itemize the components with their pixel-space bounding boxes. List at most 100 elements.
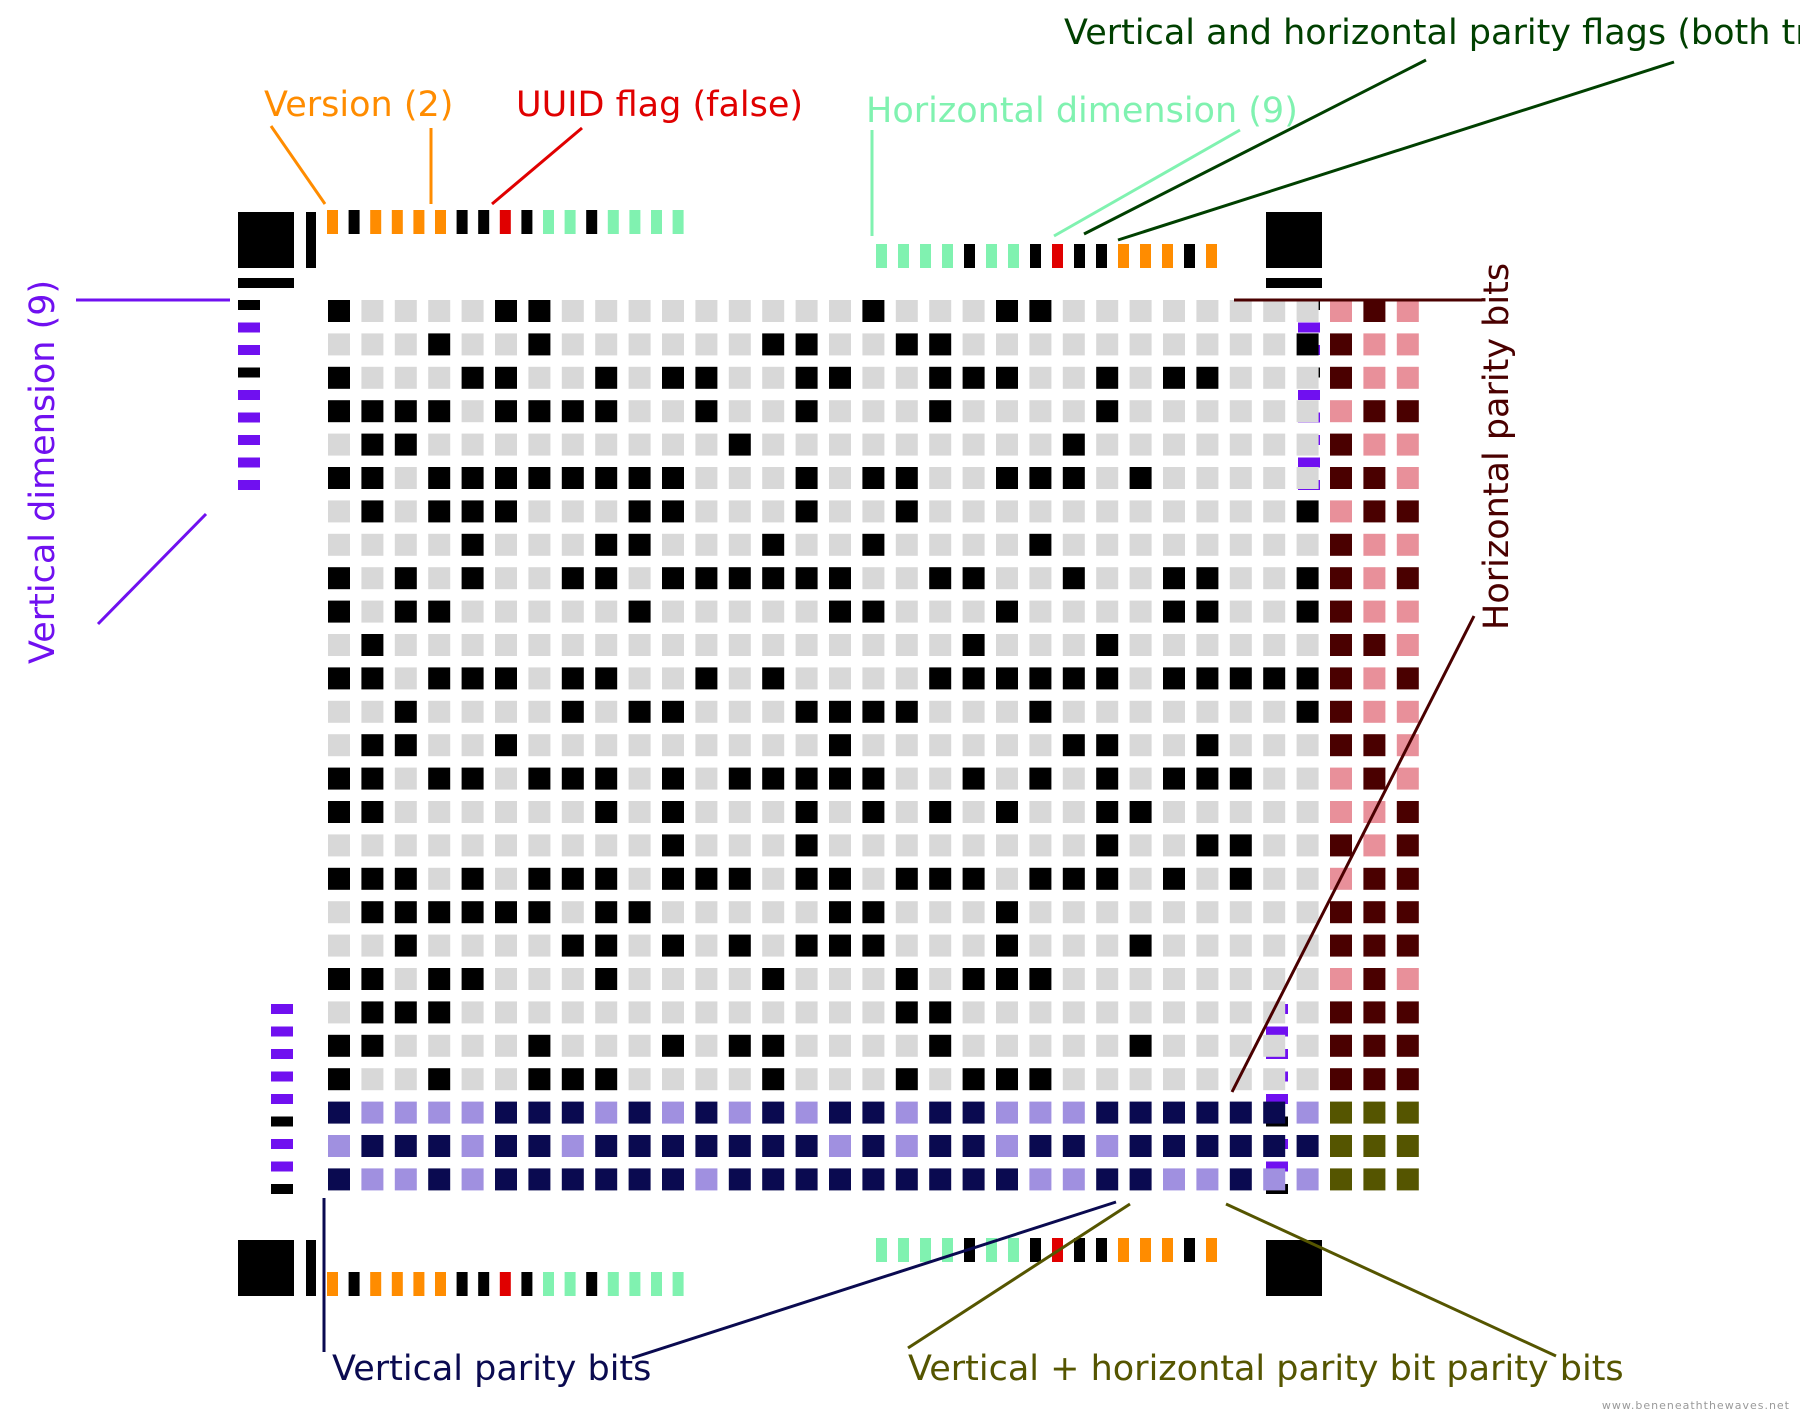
vertical-parity-cell <box>361 1101 384 1124</box>
data-cell <box>1196 634 1219 656</box>
data-cell <box>1263 767 1286 790</box>
vertical-parity-cell <box>628 1101 651 1124</box>
data-cell <box>728 934 751 957</box>
data-cell <box>361 1034 384 1057</box>
data-cell <box>595 400 618 423</box>
data-cell <box>728 500 751 523</box>
data-cell <box>929 1001 952 1024</box>
data-cell <box>728 400 751 423</box>
horizontal-parity-cell <box>1330 634 1352 656</box>
data-cell <box>1229 834 1252 857</box>
data-cell <box>1029 700 1052 723</box>
data-cell <box>1096 333 1119 356</box>
data-cell <box>328 500 350 523</box>
data-cell <box>1129 600 1152 623</box>
vertical-parity-cell <box>328 1101 350 1124</box>
data-cell <box>495 1068 517 1091</box>
data-cell <box>528 801 551 823</box>
data-cell <box>695 667 718 690</box>
vertical-parity-cell <box>728 1101 751 1124</box>
data-cell <box>495 634 517 656</box>
vh-parity-cell <box>1363 1168 1386 1191</box>
data-cell <box>829 667 851 690</box>
data-cell <box>1263 533 1286 556</box>
data-cell <box>595 433 618 456</box>
data-cell <box>829 934 851 957</box>
data-cell <box>1263 500 1286 523</box>
data-cell <box>762 1001 785 1024</box>
data-cell <box>495 734 517 757</box>
data-cell <box>528 467 551 489</box>
vertical-parity-cell <box>394 1168 417 1191</box>
data-cell <box>361 400 384 423</box>
data-cell <box>394 1034 417 1057</box>
data-cell <box>929 333 952 356</box>
data-cell <box>595 333 618 356</box>
data-cell <box>662 934 684 957</box>
vh-parity-cell <box>1396 1168 1419 1191</box>
data-cell <box>1029 934 1052 957</box>
data-cell <box>528 567 551 590</box>
data-cell <box>996 767 1018 790</box>
data-cell <box>895 801 918 823</box>
data-cell <box>662 533 684 556</box>
metadata-bit <box>1162 244 1173 268</box>
data-cell <box>528 834 551 857</box>
data-cell <box>394 333 417 356</box>
data-cell <box>1263 934 1286 957</box>
metadata-bit <box>876 1238 887 1262</box>
data-cell <box>795 1001 818 1024</box>
data-cell <box>428 1068 451 1091</box>
data-cell <box>1163 867 1185 890</box>
data-cell <box>361 600 384 623</box>
data-cell <box>1062 801 1085 823</box>
data-cell <box>461 333 484 356</box>
data-cell <box>1196 1034 1219 1057</box>
vertical-dimension-bit <box>1298 457 1320 468</box>
data-cell <box>1062 600 1085 623</box>
vertical-dimension-bit <box>271 1116 293 1127</box>
data-cell <box>862 433 885 456</box>
finder-square <box>1266 212 1322 268</box>
data-cell <box>1096 767 1119 790</box>
data-cell <box>628 667 651 690</box>
data-cell <box>1129 467 1152 489</box>
horizontal-parity-cell <box>1396 333 1419 356</box>
data-cell <box>695 901 718 924</box>
data-cell <box>528 500 551 523</box>
data-cell <box>762 467 785 489</box>
data-cell <box>962 667 985 690</box>
horizontal-parity-cell <box>1330 567 1352 590</box>
data-cell <box>762 867 785 890</box>
data-cell <box>561 667 584 690</box>
data-cell <box>561 901 584 924</box>
vertical-parity-cell <box>1163 1135 1185 1157</box>
data-cell <box>394 734 417 757</box>
data-cell <box>996 366 1018 389</box>
data-cell <box>962 901 985 924</box>
data-cell <box>1163 901 1185 924</box>
data-cell <box>695 600 718 623</box>
data-cell <box>762 567 785 590</box>
data-cell <box>962 366 985 389</box>
data-cell <box>595 500 618 523</box>
data-cell <box>361 1068 384 1091</box>
data-cell <box>996 333 1018 356</box>
data-cell <box>728 300 751 322</box>
data-cell <box>361 366 384 389</box>
data-cell <box>628 700 651 723</box>
data-cell <box>1062 567 1085 590</box>
data-cell <box>996 867 1018 890</box>
data-cell <box>1062 968 1085 990</box>
vertical-parity-cell <box>1196 1101 1219 1124</box>
data-cell <box>795 433 818 456</box>
vertical-parity-cell <box>662 1168 684 1191</box>
metadata-bit <box>327 1272 338 1296</box>
vertical-parity-cell <box>628 1135 651 1157</box>
data-cell <box>1263 567 1286 590</box>
data-cell <box>929 567 952 590</box>
data-cell <box>996 1034 1018 1057</box>
data-cell <box>1196 433 1219 456</box>
data-cell <box>394 300 417 322</box>
data-cell <box>394 667 417 690</box>
